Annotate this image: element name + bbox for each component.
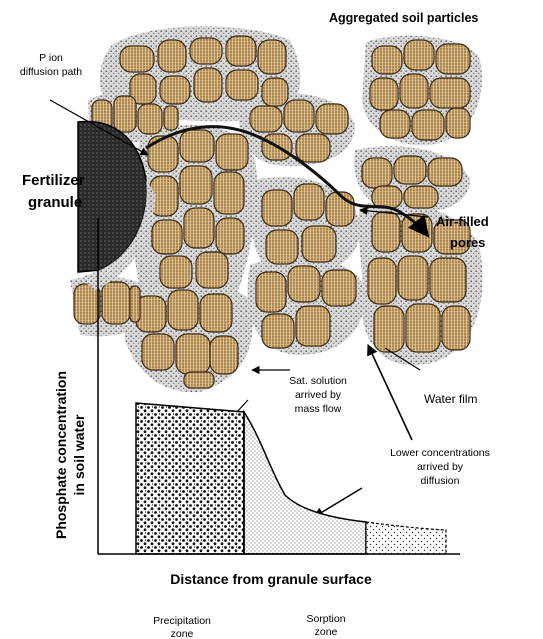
label-air-filled-2: pores [450,235,485,250]
label-water-film: Water film [424,392,478,406]
label-lower-conc-1: Lower concentrations [390,447,490,459]
label-aggregated-soil-particles: Aggregated soil particles [329,11,478,25]
label-fertilizer-2: granule [28,194,82,211]
label-lower-conc-2: arrived by [417,461,464,473]
far-zone-fill [366,522,446,554]
label-p-ion-2: diffusion path [20,66,82,78]
label-sat-solution-2: arrived by [295,389,342,401]
x-axis-label: Distance from granule surface [170,571,372,587]
label-fertilizer-1: Fertilizer [22,172,85,189]
sorption-zone-fill [244,412,366,554]
label-lower-conc-3: diffusion [421,475,460,487]
label-precipitation-2: zone [171,628,194,639]
label-sorption-1: Sorption [306,613,345,625]
precipitation-zone-fill [136,403,244,554]
label-sat-solution-1: Sat. solution [289,375,347,387]
y-axis-label-2: in soil water [71,414,87,495]
label-sorption-2: zone [315,626,338,638]
label-air-filled-1: Air-filled [436,214,489,229]
label-sat-solution-3: mass flow [295,403,342,415]
label-p-ion-1: P ion [39,52,63,64]
y-axis-label-1: Phosphate concentration [53,371,69,539]
label-precipitation-1: Precipitation [153,615,211,627]
